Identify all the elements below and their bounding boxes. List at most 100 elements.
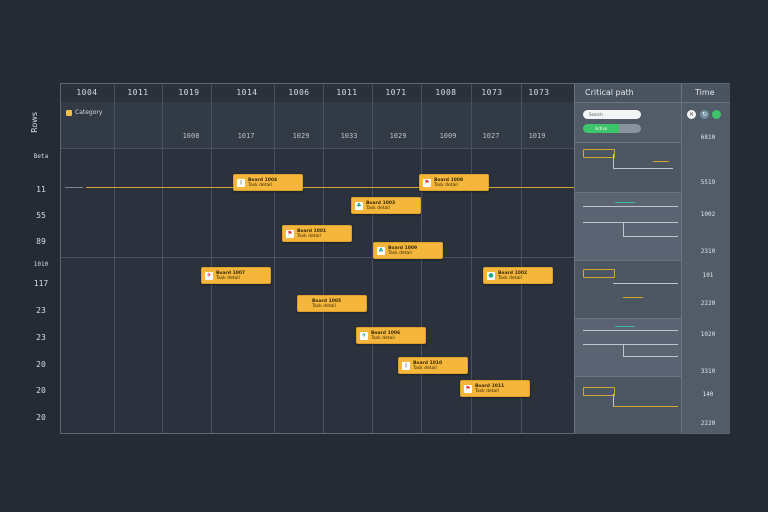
task-detail: Task detail	[371, 335, 395, 341]
legend: Category	[66, 109, 102, 116]
task-detail: Task detail	[434, 182, 458, 188]
row-label: 23	[36, 333, 46, 342]
toggle-label: Active	[583, 124, 619, 133]
column-label: 1014	[236, 88, 258, 97]
task-detail: Task detail	[498, 275, 522, 281]
task-name: Board 1007	[216, 270, 246, 276]
panel-value: 3310	[700, 368, 716, 375]
column-label: 1006	[288, 88, 310, 97]
subcolumn-label: 1019	[528, 132, 546, 140]
gantt-frame: 1004 1011 1019 1014 1006 1011 1071 1008 …	[60, 83, 730, 434]
subcolumn-label: 1017	[237, 132, 255, 140]
panel-value: 140	[702, 391, 714, 398]
doc-icon	[301, 299, 309, 308]
task-detail: Task detail	[216, 275, 240, 281]
globe-icon: ●	[487, 271, 495, 280]
row-label: 23	[36, 306, 46, 315]
bird-icon: ✈	[205, 271, 213, 280]
leaf-icon: ♣	[377, 246, 385, 255]
panel-value: 2310	[700, 248, 716, 255]
task-name: Board 1009	[388, 245, 418, 251]
task-detail: Task detail	[413, 365, 437, 371]
subheader	[61, 102, 574, 149]
row-label: 117	[33, 279, 49, 288]
column-label: 1004	[76, 88, 98, 97]
today-marker-stub	[65, 187, 83, 188]
task-name: Board 1006	[371, 330, 401, 336]
panel-value: 5519	[700, 179, 716, 186]
column-label: 1073	[528, 88, 550, 97]
today-line	[86, 187, 574, 188]
row-label: 11	[36, 185, 46, 194]
close-icon[interactable]: ×	[687, 110, 696, 119]
panel-value: 6810	[700, 134, 716, 141]
task-name: Board 1008	[434, 177, 464, 183]
panel-active-toggle[interactable]: Active	[583, 124, 641, 133]
task-detail: Task detail	[312, 303, 336, 309]
panel-section	[575, 192, 681, 261]
column-label: 1019	[178, 88, 200, 97]
column-label: 1073	[481, 88, 503, 97]
panel-value: 2220	[700, 420, 716, 427]
task-name: Board 1002	[498, 270, 528, 276]
subcolumn-label: 1009	[439, 132, 457, 140]
row-label: 1010	[33, 261, 49, 268]
panel-value: 1002	[700, 211, 716, 218]
panel-header	[575, 84, 730, 103]
subcolumn-label: 1027	[482, 132, 500, 140]
legend-swatch	[66, 109, 72, 116]
column-label: 1011	[336, 88, 358, 97]
task-detail: Task detail	[475, 388, 499, 394]
row-label: 89	[36, 237, 46, 246]
refresh-icon[interactable]: ↻	[700, 110, 709, 119]
panel-search-input[interactable]: Search	[583, 110, 641, 119]
doc-icon: ▮	[237, 178, 245, 187]
panel-section	[575, 376, 681, 434]
bird-icon: ✈	[360, 331, 368, 340]
subcolumn-label: 1033	[340, 132, 358, 140]
row-label: 20	[36, 413, 46, 422]
task-detail: Task detail	[388, 250, 412, 256]
row-label: 20	[36, 360, 46, 369]
panel-column-title: Time	[695, 88, 715, 97]
task-detail: Task detail	[297, 233, 321, 239]
flag-icon: ⚑	[464, 384, 472, 393]
panel-value: 2220	[700, 300, 716, 307]
path-node	[583, 387, 615, 396]
task-name: Board 1001	[297, 228, 327, 234]
column-label: 1008	[435, 88, 457, 97]
column-label: 1011	[127, 88, 149, 97]
side-title: Rows	[30, 112, 39, 133]
task-name: Board 1005	[312, 298, 342, 304]
task-detail: Task detail	[248, 182, 272, 188]
row-label: Beta	[33, 153, 49, 160]
flag-icon: ⚑	[423, 178, 431, 187]
panel-value: 1020	[700, 331, 716, 338]
status-icon	[712, 110, 721, 119]
panel-value: 101	[702, 272, 714, 279]
flag-icon: ⚑	[286, 229, 294, 238]
task-name: Board 1011	[475, 383, 505, 389]
panel-section	[575, 318, 681, 377]
panel-title: Critical path	[585, 88, 634, 97]
subcolumn-label: 1029	[292, 132, 310, 140]
row-label: 55	[36, 211, 46, 220]
path-node	[583, 269, 615, 278]
task-name: Board 1010	[413, 360, 443, 366]
critical-path-panel: Critical path Time Search Active × ↻	[574, 84, 730, 434]
task-name: Board 1004	[248, 177, 278, 183]
timeline-area: 1004 1011 1019 1014 1006 1011 1071 1008 …	[61, 84, 574, 433]
legend-label: Category	[75, 109, 103, 116]
task-detail: Task detail	[366, 205, 390, 211]
